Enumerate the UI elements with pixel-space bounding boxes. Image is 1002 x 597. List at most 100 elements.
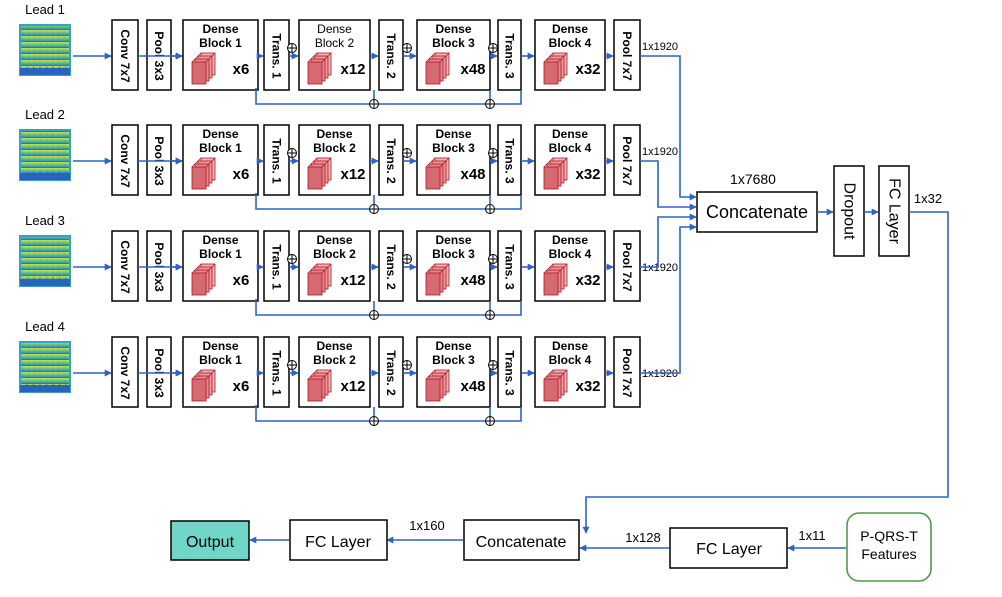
dense-block-multiplier: x32 [575, 378, 600, 395]
stage-conv-7x7: Conv 7x7 [111, 336, 139, 408]
stage-box [613, 19, 641, 91]
dense-block-title: Dense [435, 339, 471, 353]
fc-to-bottom-route [582, 211, 949, 534]
dense-block-title: Dense [316, 339, 352, 353]
stage-box [378, 230, 404, 302]
dense-block-multiplier: x6 [233, 378, 250, 395]
stage-trans-1: Trans. 1 [263, 124, 290, 196]
concatenate-box [696, 191, 818, 233]
spectrogram-image [19, 129, 71, 181]
stage-trans-2: Trans. 2 [378, 336, 404, 408]
dense-block-box [416, 19, 491, 91]
lead-row-3: Lead 3 Conv 7x7 Pool 3x3 Trans. 1 Trans. 2 Tr… [19, 213, 678, 320]
dense-block-name: Block 3 [432, 36, 475, 50]
stage-box [263, 230, 290, 302]
stage-box [378, 124, 404, 196]
dense-block-title: Dense [435, 22, 471, 36]
stage-box [111, 230, 139, 302]
dense-block-multiplier: x6 [233, 166, 250, 183]
stage-box [378, 336, 404, 408]
skip-line [495, 407, 522, 422]
dense-block-name: Block 2 [315, 36, 355, 50]
fc-layer-label: FC Layer [886, 178, 903, 244]
dense-block-title: Dense [552, 233, 588, 247]
stage-trans-3: Trans. 3 [497, 230, 522, 302]
skip-line [255, 88, 369, 105]
stage-conv-7x7: Conv 7x7 [111, 124, 139, 196]
add-node [287, 254, 297, 264]
dense-block-title: Dense [202, 127, 238, 141]
dense-block-name: Block 1 [199, 141, 242, 155]
spectrogram-image [19, 341, 71, 393]
stage-box [263, 124, 290, 196]
stage-pool-3x3: Pool 3x3 [146, 336, 172, 408]
dense-block-title: Dense [552, 127, 588, 141]
stage-pool-3x3: Pool 3x3 [146, 230, 172, 302]
add-node [369, 204, 379, 214]
dense-block-multiplier: x32 [575, 61, 600, 78]
stage-pool-3x3: Pool 3x3 [146, 124, 172, 196]
stage-trans-2: Trans. 2 [378, 230, 404, 302]
stage-label: Pool 7x7 [620, 242, 634, 292]
stage-pool-3x3: Pool 3x3 [146, 19, 172, 91]
stage-box [497, 19, 522, 91]
lead-label: Lead 3 [25, 213, 65, 228]
concatenate-label: Concatenate [706, 202, 808, 222]
dense-block-name: Block 4 [549, 141, 592, 155]
lead3-route [640, 213, 697, 268]
stage-box [146, 124, 172, 196]
skip-line [255, 405, 369, 422]
add-node [287, 43, 297, 53]
fc-layer-box [669, 527, 788, 569]
concat-dimension: 1x160 [409, 518, 444, 533]
stage-box [146, 230, 172, 302]
dense-block-multiplier: x48 [460, 272, 485, 289]
add-node [488, 148, 498, 158]
stage-box [497, 124, 522, 196]
dense-block-name: Block 2 [313, 141, 356, 155]
fc-layer-2-label: FC Layer [305, 534, 371, 551]
lead2-route [640, 160, 697, 211]
stage-label: Conv 7x7 [118, 346, 132, 400]
dense-block-title: Dense [435, 233, 471, 247]
output-box [170, 520, 250, 561]
stage-pool-7x7: Pool 7x7 [613, 336, 641, 408]
dense-block-name: Block 1 [199, 353, 242, 367]
stage-conv-7x7: Conv 7x7 [111, 230, 139, 302]
stage-box [497, 230, 522, 302]
stage-trans-1: Trans. 1 [263, 230, 290, 302]
stage-label: Trans. 1 [270, 350, 284, 396]
dense-block-title: Dense [552, 22, 588, 36]
add-node [287, 148, 297, 158]
stage-label: Trans. 3 [503, 244, 517, 290]
dense-block-title: Dense [202, 22, 238, 36]
dense-block-title: Dense [552, 339, 588, 353]
lead-label: Lead 1 [25, 2, 65, 17]
dense-block-multiplier: x12 [340, 378, 365, 395]
stage-label: Trans. 2 [384, 33, 398, 79]
stage-label: Pool 7x7 [620, 348, 634, 398]
dense-block-multiplier: x6 [233, 272, 250, 289]
add-node [402, 148, 412, 158]
dense-block-multiplier: x48 [460, 166, 485, 183]
stage-trans-1: Trans. 1 [263, 19, 290, 91]
lead4-route [640, 223, 697, 374]
stage-label: Trans. 3 [503, 33, 517, 79]
fc-layer-label: FC Layer [696, 541, 762, 558]
stage-box [111, 336, 139, 408]
stage-label: Trans. 3 [503, 138, 517, 184]
stage-trans-1: Trans. 1 [263, 336, 290, 408]
stage-box [111, 19, 139, 91]
dense-block-name: Block 4 [549, 247, 592, 261]
dense-block-title: Dense [317, 22, 352, 36]
dense-block-multiplier: x6 [233, 61, 250, 78]
dropout-label: Dropout [841, 183, 858, 240]
stage-label: Trans. 1 [270, 33, 284, 79]
